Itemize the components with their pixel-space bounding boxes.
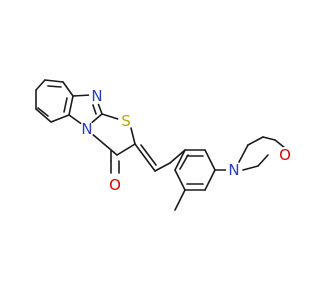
bond <box>257 154 269 167</box>
atom-nitrogen-fused: N <box>79 120 95 138</box>
bond <box>44 79 64 83</box>
bond <box>134 143 156 172</box>
atom-layer: N N S O N O <box>79 87 293 194</box>
bond <box>90 132 118 156</box>
bond <box>154 162 171 172</box>
molecule-structure: N N S O N O <box>35 79 293 211</box>
bond <box>179 154 189 170</box>
atom-label: N <box>81 120 92 138</box>
atom-nitrogen-morpholine: N <box>226 161 242 179</box>
bond <box>140 144 157 166</box>
bond <box>101 113 122 121</box>
bond <box>174 189 186 211</box>
bond-layer <box>35 79 286 211</box>
bond <box>37 107 49 117</box>
bond <box>174 169 186 191</box>
atom-oxygen-carbonyl: O <box>107 176 123 194</box>
bond <box>50 114 70 123</box>
bond <box>204 169 216 191</box>
bond <box>35 79 46 91</box>
atom-oxygen-morpholine: O <box>277 146 293 164</box>
atom-nitrogen-ring: N <box>89 87 105 105</box>
bond <box>116 143 136 156</box>
atom-sulfur: S <box>118 112 134 130</box>
atom-label: N <box>228 161 239 179</box>
bond <box>274 139 286 149</box>
bond <box>47 85 62 88</box>
bond <box>72 94 92 97</box>
bond <box>130 127 136 145</box>
bond <box>174 149 186 171</box>
bond <box>68 114 84 126</box>
bond <box>242 165 259 171</box>
bond <box>238 144 249 163</box>
atom-label: N <box>91 87 102 105</box>
bond <box>97 102 103 115</box>
atom-label: O <box>279 146 291 164</box>
bond <box>68 95 74 116</box>
bond <box>204 149 216 171</box>
bond <box>63 97 68 113</box>
atom-label: O <box>109 176 121 194</box>
bond <box>92 104 97 115</box>
bond <box>262 136 276 141</box>
bond <box>35 108 52 123</box>
bond <box>62 81 74 97</box>
atom-label: S <box>121 112 131 130</box>
bond <box>247 136 264 146</box>
bond <box>169 149 186 164</box>
